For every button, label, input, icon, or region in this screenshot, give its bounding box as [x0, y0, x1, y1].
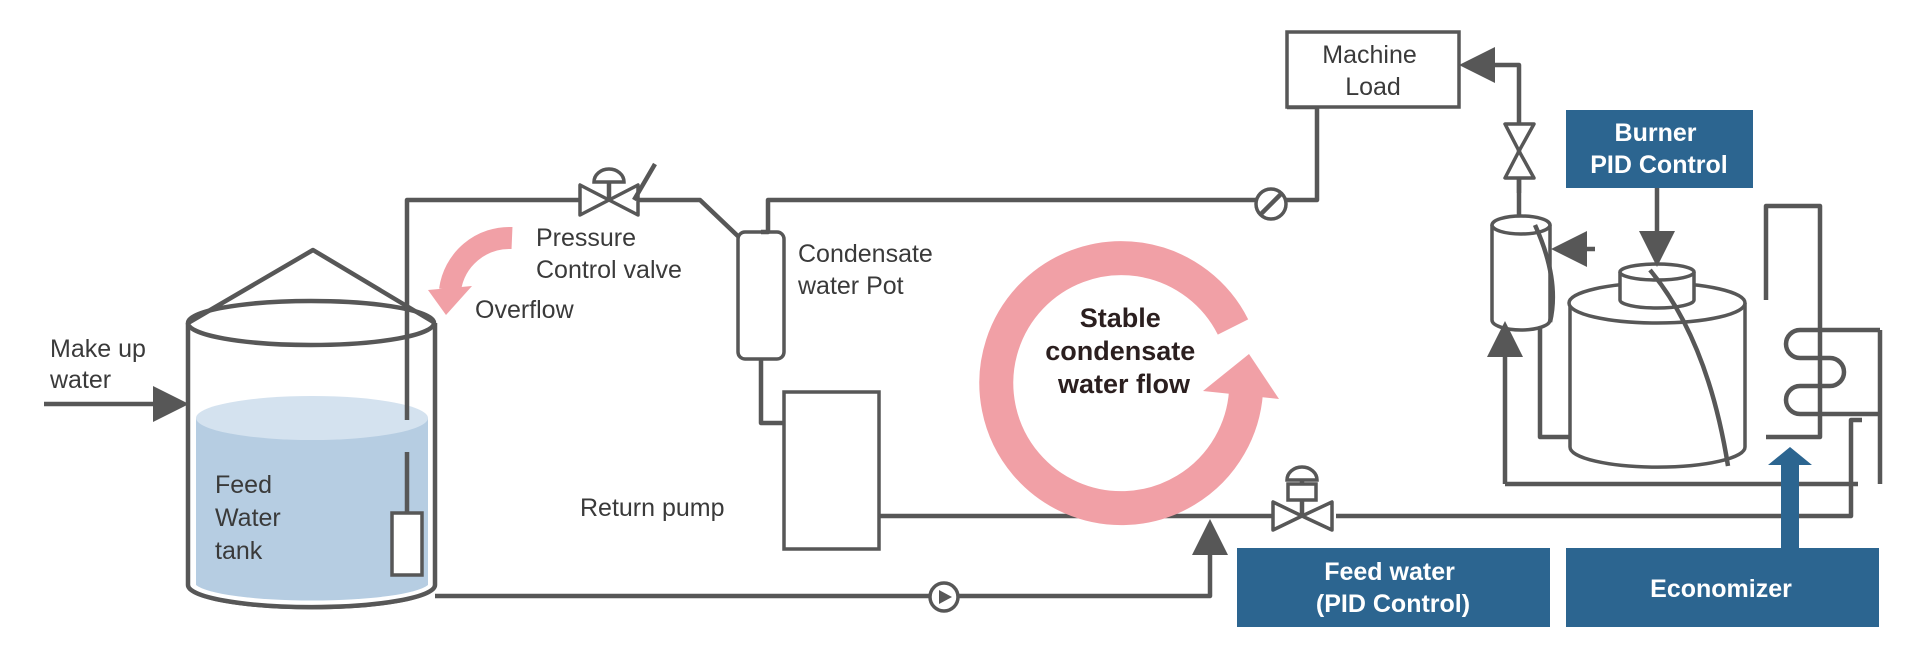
feed-water-tank — [185, 247, 438, 610]
condensate-water-pot — [736, 230, 786, 361]
return-pump — [782, 390, 881, 551]
feed-water-pid-control-label: Feed water (PID Control) — [1316, 558, 1470, 618]
feed-water-pid-control-box — [1237, 548, 1550, 627]
valve-outlet-pipe — [633, 197, 744, 242]
stable-flow-label: Stable condensate water flow — [1045, 303, 1203, 399]
economizer-coil — [1783, 327, 1880, 417]
stable-flow-circle-arrow — [979, 241, 1263, 526]
feed-water-control-valve — [1271, 465, 1334, 532]
feed-water-tank-label: Feed Water tank — [215, 471, 288, 565]
overflow-arrow — [439, 226, 513, 292]
steam-valve — [1503, 122, 1536, 180]
condensate-return-line — [761, 197, 1255, 235]
condensate-water-pot-label: Condensate water Pot — [797, 240, 940, 300]
pressure-control-valve-label: Pressure Control valve — [536, 224, 682, 284]
exhaust-stack — [1763, 203, 1823, 440]
make-up-water-label: Make up water — [49, 335, 153, 394]
overflow-pipe — [404, 197, 580, 420]
economizer-label: Economizer — [1650, 575, 1792, 603]
overflow-label: Overflow — [475, 296, 575, 324]
burner-pid-control-box — [1566, 110, 1753, 188]
economizer-heat-arrow — [1768, 447, 1812, 548]
machine-load-line — [1255, 104, 1320, 203]
separator-drain — [1537, 328, 1570, 440]
burner-head — [1618, 272, 1696, 310]
boiler-body — [1568, 303, 1747, 469]
economizer-box — [1566, 548, 1879, 627]
stable-flow-arrow-head — [1203, 354, 1279, 399]
water-surface — [196, 396, 428, 440]
machine-load-box — [1285, 30, 1461, 109]
tank-outlet-pipe — [435, 519, 1228, 599]
return-pump-label: Return pump — [580, 494, 725, 522]
tank-roof — [186, 247, 437, 325]
feed-water-line — [1336, 417, 1862, 519]
pressure-control-valve — [578, 162, 657, 217]
tank-water — [196, 418, 428, 601]
machine-load-label: Machine Load — [1322, 41, 1423, 101]
pot-to-pump-pipe — [758, 359, 784, 426]
level-sensor — [390, 511, 424, 577]
burner-pid-control-label: Burner PID Control — [1590, 119, 1728, 179]
